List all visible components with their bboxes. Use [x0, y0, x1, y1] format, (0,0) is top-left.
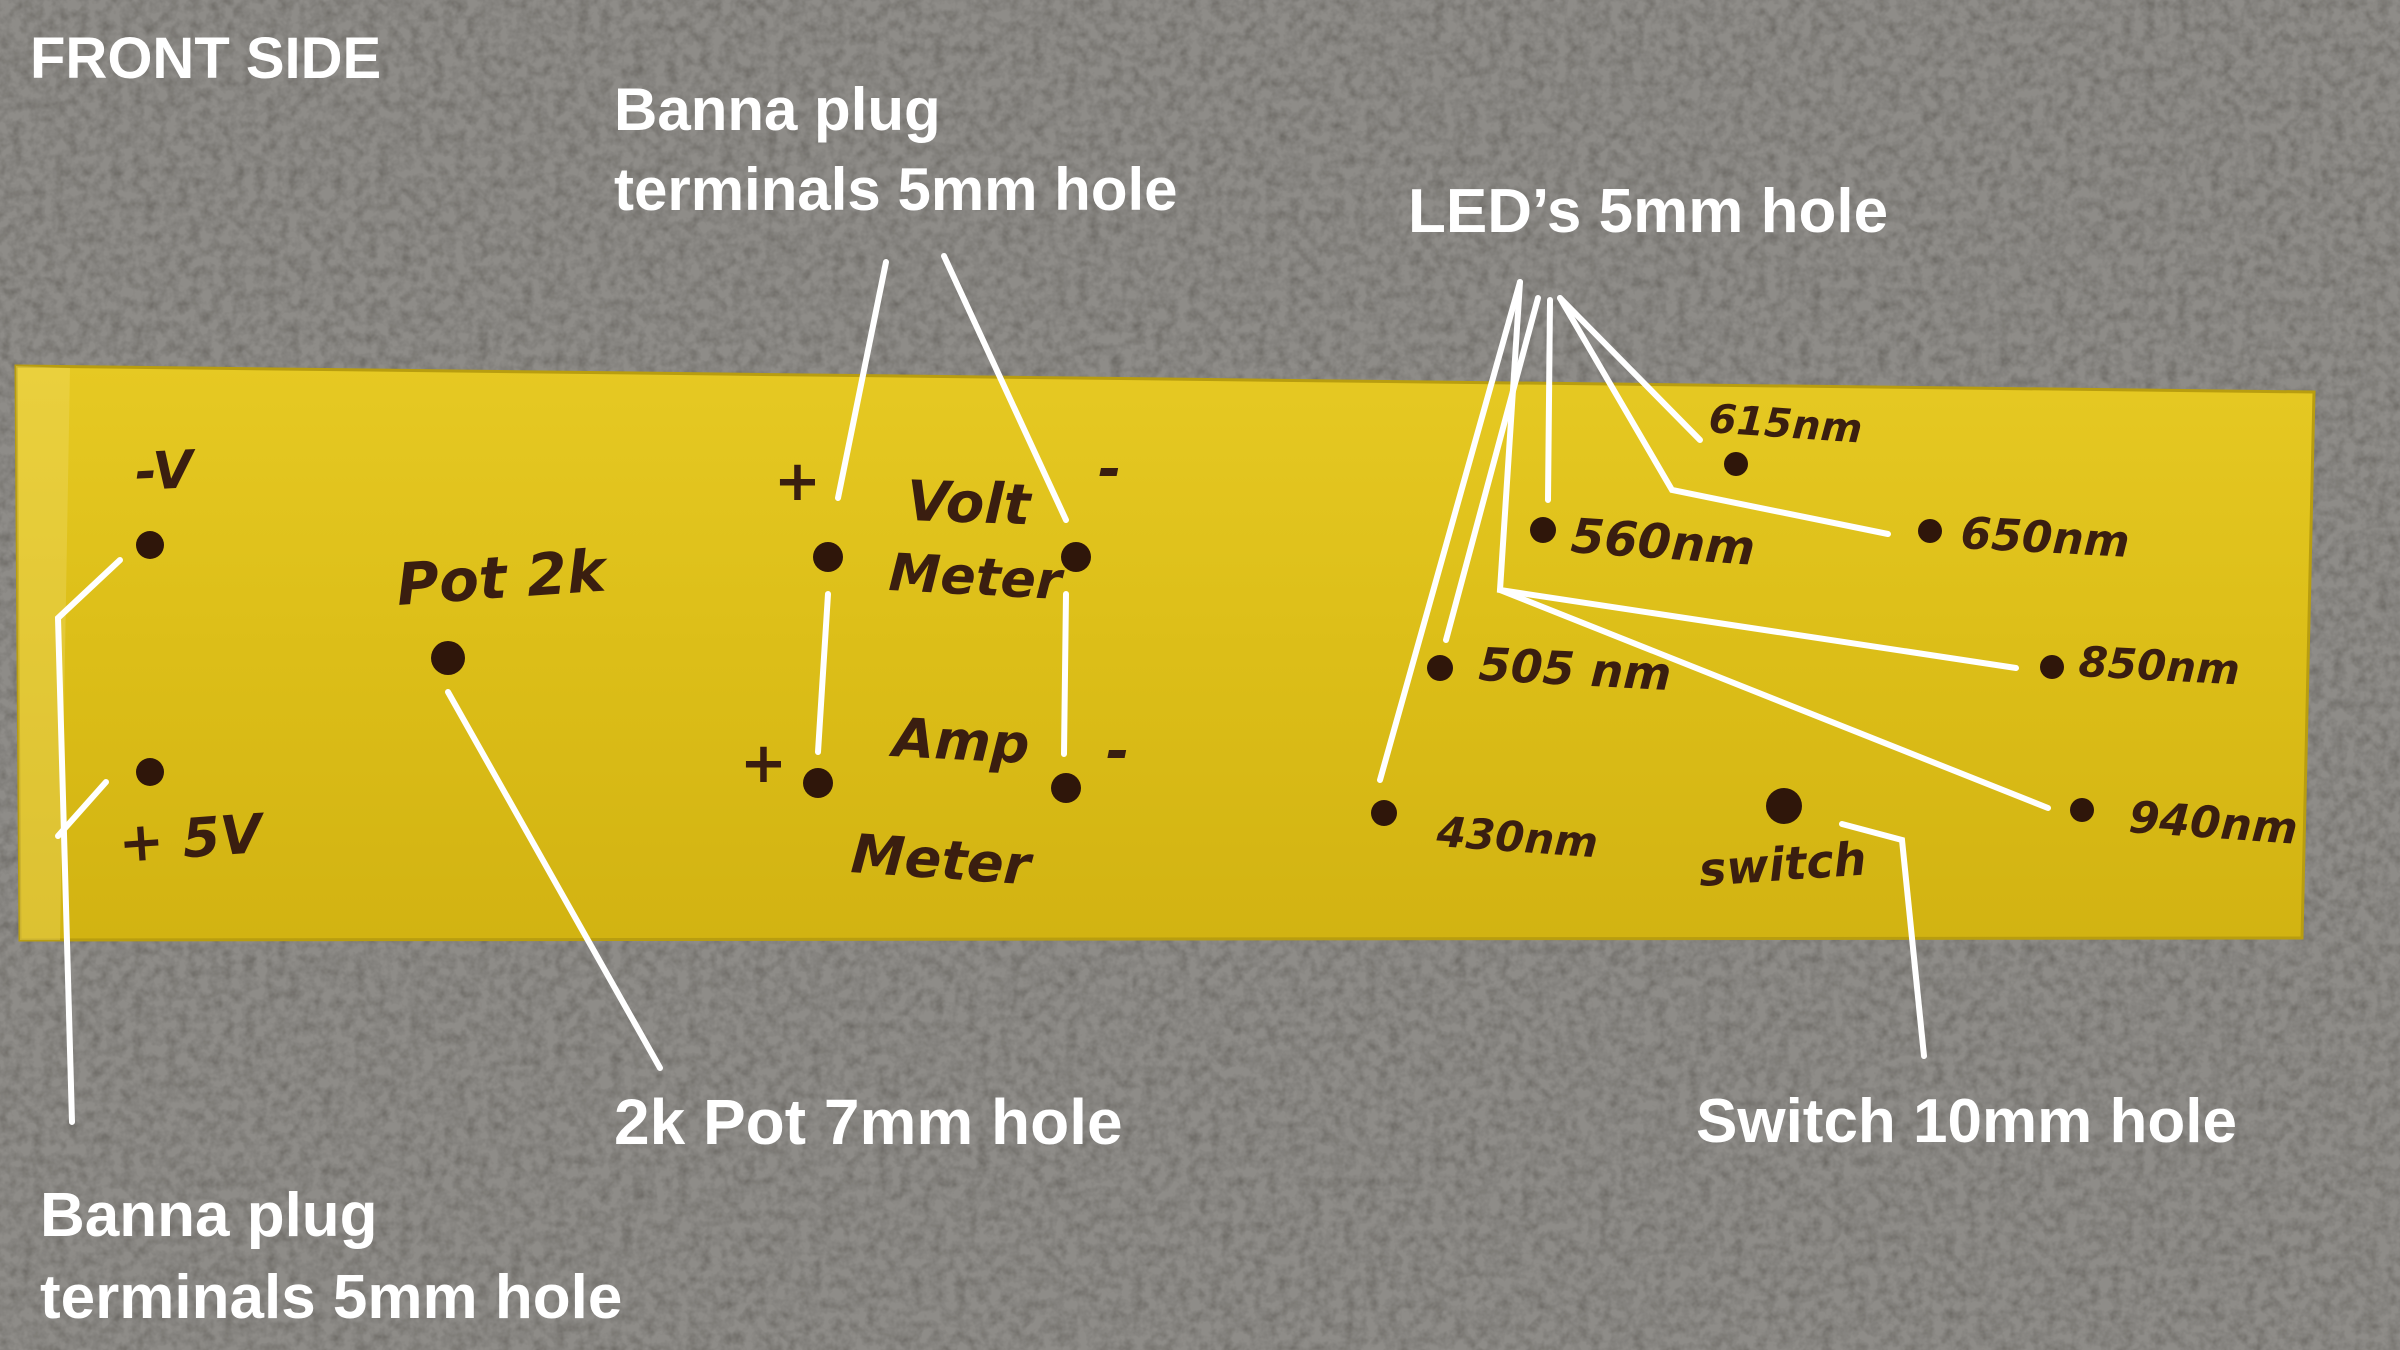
- callout-banana-top-line2: terminals 5mm hole: [614, 156, 1178, 223]
- marking-led-940: 940nm: [2127, 792, 2299, 855]
- marking-volt-line1: Volt: [906, 469, 1034, 538]
- marking-amp-plus: +: [740, 731, 787, 796]
- leader-volt-amp-plus: [815, 591, 831, 755]
- hole-volt-plus: [813, 542, 843, 572]
- panel-glare: [16, 366, 70, 940]
- marking-plus-5v: + 5V: [117, 802, 269, 875]
- hole-switch: [1766, 788, 1802, 824]
- leader-top-banana-minus: [941, 253, 1069, 523]
- hole-led-850: [2040, 655, 2064, 679]
- marking-pot: Pot 2k: [394, 536, 611, 619]
- leader-led-615: [1557, 295, 1703, 443]
- callouts: FRONT SIDE Banna plug terminals 5mm hole…: [30, 26, 2237, 1332]
- callout-banana-top-line1: Banna plug: [614, 76, 941, 143]
- marking-volt-minus: -: [1098, 437, 1121, 502]
- marking-led-650: 650nm: [1959, 508, 2130, 568]
- marking-amp-line2: Meter: [849, 822, 1036, 898]
- hole-amp-plus: [803, 768, 833, 798]
- leader-led-940: [1497, 587, 2051, 811]
- hole-led-940: [2070, 798, 2094, 822]
- marking-led-430: 430nm: [1434, 807, 1599, 867]
- marking-switch: switch: [1697, 831, 1868, 897]
- hole-minus-v: [136, 531, 164, 559]
- callout-leds: LED’s 5mm hole: [1408, 177, 1888, 246]
- marking-volt-plus: +: [774, 449, 821, 514]
- hole-led-430: [1371, 800, 1397, 826]
- marking-volt-line2: Meter: [887, 543, 1066, 612]
- callout-pot: 2k Pot 7mm hole: [614, 1086, 1123, 1158]
- marking-amp-line1: Amp: [887, 706, 1031, 776]
- hole-pot: [431, 641, 465, 675]
- hole-led-560: [1530, 517, 1556, 543]
- hole-amp-minus: [1051, 773, 1081, 803]
- hole-volt-minus: [1061, 542, 1091, 572]
- marking-minus-v: -V: [134, 440, 199, 503]
- marking-led-850: 850nm: [2077, 637, 2241, 694]
- hole-led-505: [1427, 655, 1453, 681]
- leader-led-650: [1557, 295, 1891, 537]
- yellow-panel: [14, 364, 2316, 942]
- leader-left-banana: [54, 557, 123, 1125]
- marking-amp-minus: -: [1106, 719, 1129, 784]
- leader-switch: [1839, 821, 1927, 1059]
- callout-switch: Switch 10mm hole: [1696, 1087, 2237, 1156]
- hole-led-650: [1918, 519, 1942, 543]
- view-label: FRONT SIDE: [30, 26, 381, 91]
- leader-top-banana-plus: [835, 259, 889, 501]
- panel-markings: -V + 5V Pot 2k + Volt - Meter + Amp - Me…: [117, 396, 2300, 898]
- leader-pot: [445, 689, 663, 1071]
- leader-lines: [54, 253, 2051, 1125]
- hole-plus-5v: [136, 758, 164, 786]
- hole-led-615: [1724, 452, 1748, 476]
- marking-led-560: 560nm: [1569, 508, 1757, 577]
- callout-banana-left-line1: Banna plug: [40, 1181, 378, 1250]
- leader-volt-amp-minus: [1061, 591, 1069, 757]
- marking-led-615: 615nm: [1707, 396, 1863, 453]
- leader-led-430: [1377, 279, 1523, 783]
- leader-left-banana-lower: [55, 779, 109, 839]
- hole-marks: [136, 452, 2094, 826]
- leader-led-505: [1443, 295, 1541, 643]
- callout-banana-left-line2: terminals 5mm hole: [40, 1263, 622, 1332]
- leader-led-560: [1545, 297, 1553, 503]
